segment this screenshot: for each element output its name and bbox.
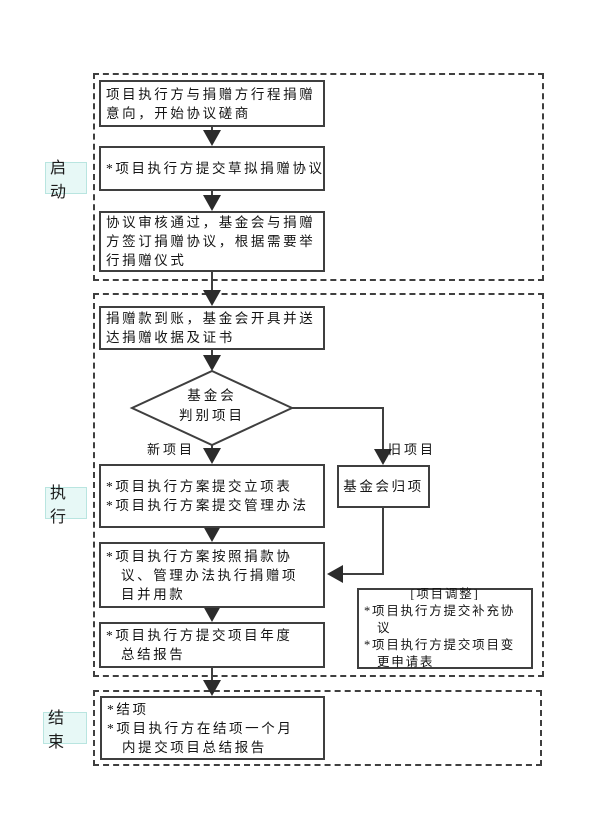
text-line: *项目执行方提交补充协 <box>364 604 516 618</box>
text-line: 达捐赠收据及证书 <box>106 330 235 345</box>
branch-label-new-project: 新项目 <box>147 442 196 457</box>
decision-label: 基金会 判别项目 <box>152 386 272 426</box>
text-line: 协议审核通过，基金会与捐赠 <box>106 215 316 230</box>
text-line: *项目执行方提交草拟捐赠协议 <box>106 161 325 176</box>
flow-note-project-adjustment: [项目调整] *项目执行方提交补充协 议 *项目执行方提交项目变 更申请表 <box>357 587 533 669</box>
text-line: 项目执行方与捐赠方行程捐赠 <box>106 86 316 102</box>
phase-section-start <box>93 73 544 281</box>
phase-label-start: 启动 <box>45 160 87 201</box>
text-line: 总结报告 <box>121 647 186 662</box>
branch-label-old-project: 旧项目 <box>388 442 437 457</box>
text-line: *项目执行方在结项一个月 <box>107 720 294 736</box>
phase-label-execute: 执行 <box>45 485 87 526</box>
flow-step-draft-agreement: *项目执行方提交草拟捐赠协议 <box>99 146 325 191</box>
flow-step-foundation-assign: 基金会归项 <box>337 465 430 508</box>
text-line: 议 <box>377 621 392 635</box>
text-line: *项目执行方案按照捐款协 <box>106 548 293 564</box>
text-line: 意向，开始协议磋商 <box>106 105 251 121</box>
text-line: 基金会归项 <box>343 479 424 494</box>
phase-section-end <box>93 690 542 766</box>
text-line: 方签订捐赠协议，根据需要举 <box>106 234 316 249</box>
text-line: *项目执行方案提交管理办法 <box>106 498 309 513</box>
text-line: 议、管理办法执行捐赠项 <box>121 567 299 583</box>
text-line: 更申请表 <box>377 655 435 669</box>
flow-step-donation-intent: 项目执行方与捐赠方行程捐赠 意向，开始协议磋商 <box>99 80 325 127</box>
note-title: [项目调整] <box>410 587 480 601</box>
phase-label-end: 结束 <box>43 710 87 751</box>
text-line: 基金会 <box>187 388 237 403</box>
flow-step-execute-project: *项目执行方案按照捐款协 议、管理办法执行捐赠项 目并用款 <box>99 542 325 608</box>
phase-section-execute <box>93 293 544 677</box>
text-line: 判别项目 <box>179 408 245 423</box>
text-line: *项目执行方提交项目年度 <box>106 628 293 643</box>
text-line: 行捐赠仪式 <box>106 253 187 268</box>
text-line: 内提交项目总结报告 <box>122 739 267 755</box>
flow-step-project-forms: *项目执行方案提交立项表 *项目执行方案提交管理办法 <box>99 464 325 528</box>
flow-step-closing-report: *结项 *项目执行方在结项一个月 内提交项目总结报告 <box>100 696 325 760</box>
text-line: 目并用款 <box>121 586 186 602</box>
flow-step-receipt-certificate: 捐赠款到账，基金会开具并送 达捐赠收据及证书 <box>99 306 325 350</box>
decision-diamond <box>129 369 295 447</box>
text-line: *项目执行方案提交立项表 <box>106 479 293 494</box>
flow-step-sign-agreement: 协议审核通过，基金会与捐赠 方签订捐赠协议，根据需要举 行捐赠仪式 <box>99 211 325 272</box>
text-line: *项目执行方提交项目变 <box>364 638 516 652</box>
text-line: *结项 <box>107 701 149 717</box>
text-line: 捐赠款到账，基金会开具并送 <box>106 311 316 326</box>
flow-step-annual-report: *项目执行方提交项目年度 总结报告 <box>99 622 325 668</box>
